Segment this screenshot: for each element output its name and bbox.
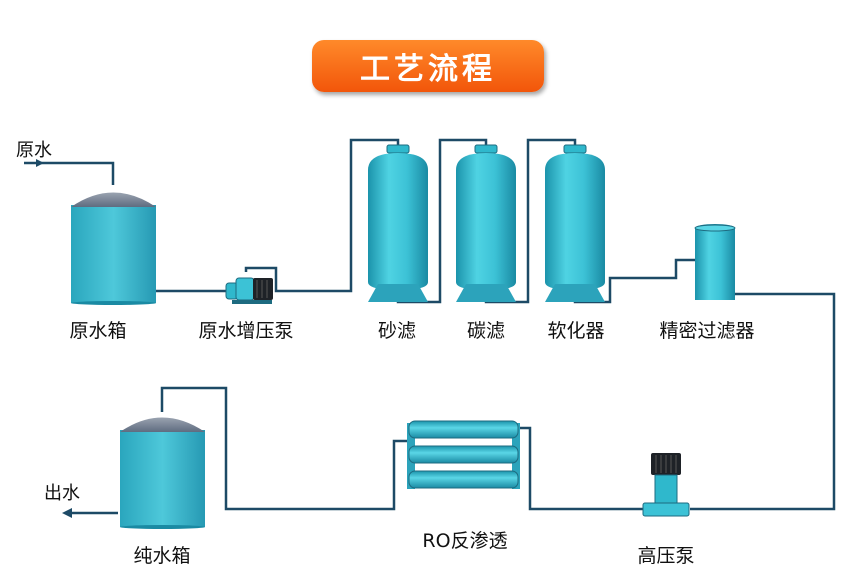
sand-filter-vessel xyxy=(368,144,428,302)
pipe-hp-pump-to-ro xyxy=(519,426,643,511)
raw-water-booster-pump-label: 原水增压泵 xyxy=(198,320,294,342)
raw-water-booster-pump xyxy=(225,277,273,304)
pure-water-tank-label: 纯水箱 xyxy=(133,545,191,567)
sand-filter-label: 砂滤 xyxy=(377,320,417,342)
raw-water-tank-label: 原水箱 xyxy=(69,320,127,342)
water-outlet-arrowhead xyxy=(62,508,72,518)
precision-filter-label: 精密过滤器 xyxy=(659,320,755,342)
ro-membrane-assembly xyxy=(407,420,520,489)
water-outlet-label: 出水 xyxy=(44,483,80,504)
carbon-filter-vessel xyxy=(456,144,516,302)
precision-filter-vessel xyxy=(694,224,736,300)
ro-reverse-osmosis-label: RO反渗透 xyxy=(422,530,508,552)
raw-water-tank xyxy=(71,192,156,305)
pipe-raw-inlet xyxy=(24,161,115,185)
high-pressure-pump-label: 高压泵 xyxy=(637,545,695,567)
softener-vessel xyxy=(545,144,605,302)
carbon-filter-label: 碳滤 xyxy=(466,320,506,342)
process-flow-title: 工艺流程 xyxy=(312,40,544,92)
pipe-ro-to-pure-tank xyxy=(160,386,407,511)
raw-water-inlet-label: 原水 xyxy=(16,140,52,161)
raw-water-inlet-arrowhead xyxy=(36,159,44,167)
pipe-pump-outlet xyxy=(244,138,400,293)
softener-label: 软化器 xyxy=(547,320,605,342)
pure-water-tank xyxy=(120,417,205,529)
high-pressure-pump xyxy=(642,453,690,517)
